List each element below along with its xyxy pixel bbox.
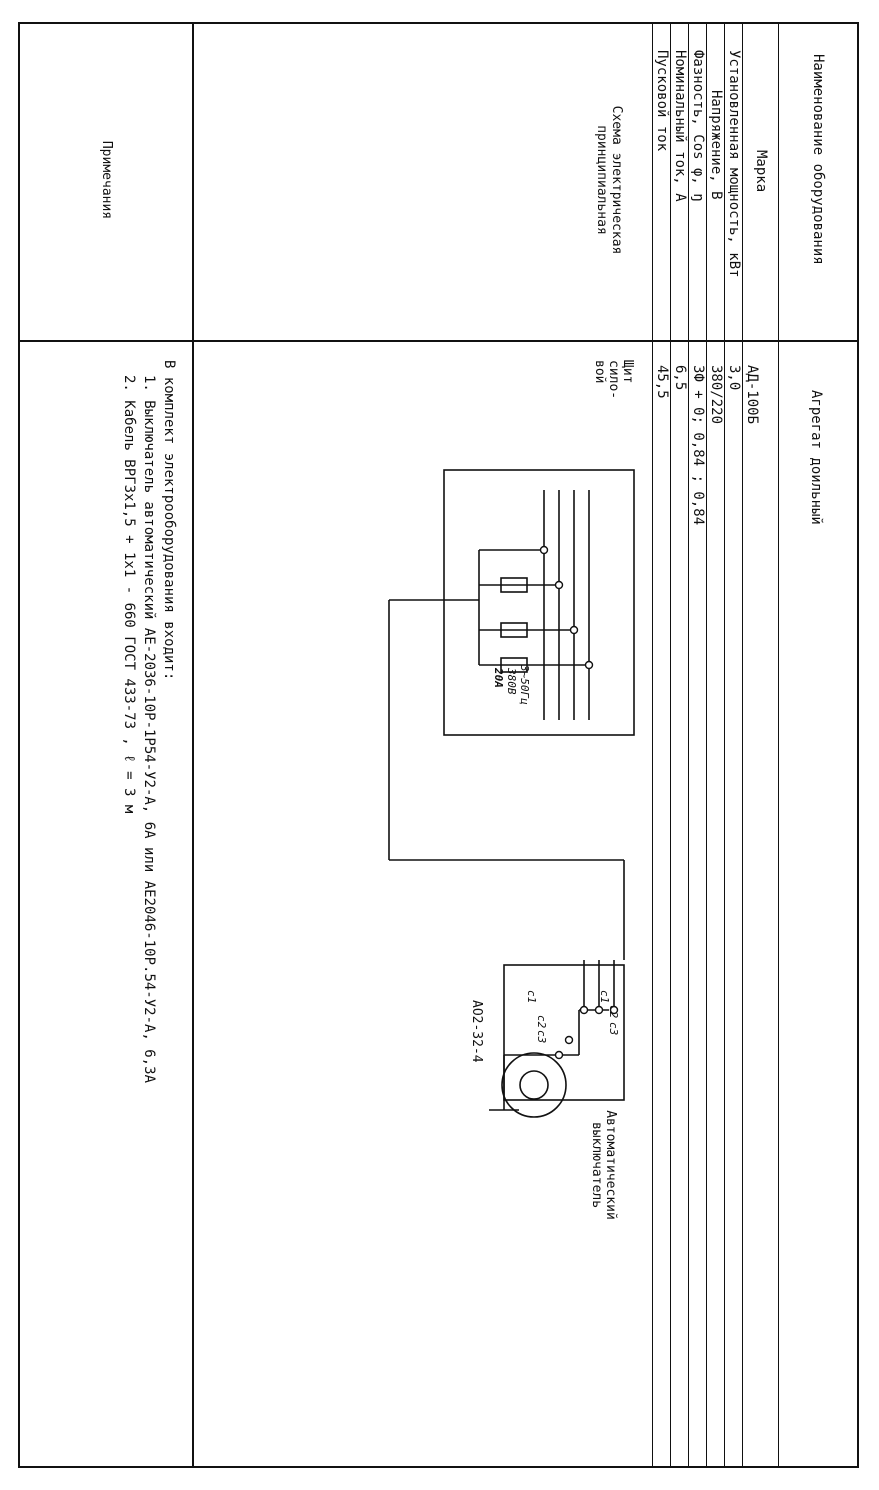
breaker-box [503,964,625,1101]
fuse-3 [500,657,528,673]
fuse-1 [500,577,528,593]
notes-intro: В комплект электрооборудования входит: [161,360,177,681]
fuse-2 [500,622,528,638]
notes-item-1: 1. Выключатель автоматический АЕ-2036-10… [141,375,157,1084]
notes-item-2: 2. Кабель ВРГ3х1,5 + 1х1 - 660 ГОСТ 433-… [121,375,137,814]
panel-box [443,469,635,736]
motor-rotor [519,1070,549,1100]
motor-circle [501,1052,567,1118]
